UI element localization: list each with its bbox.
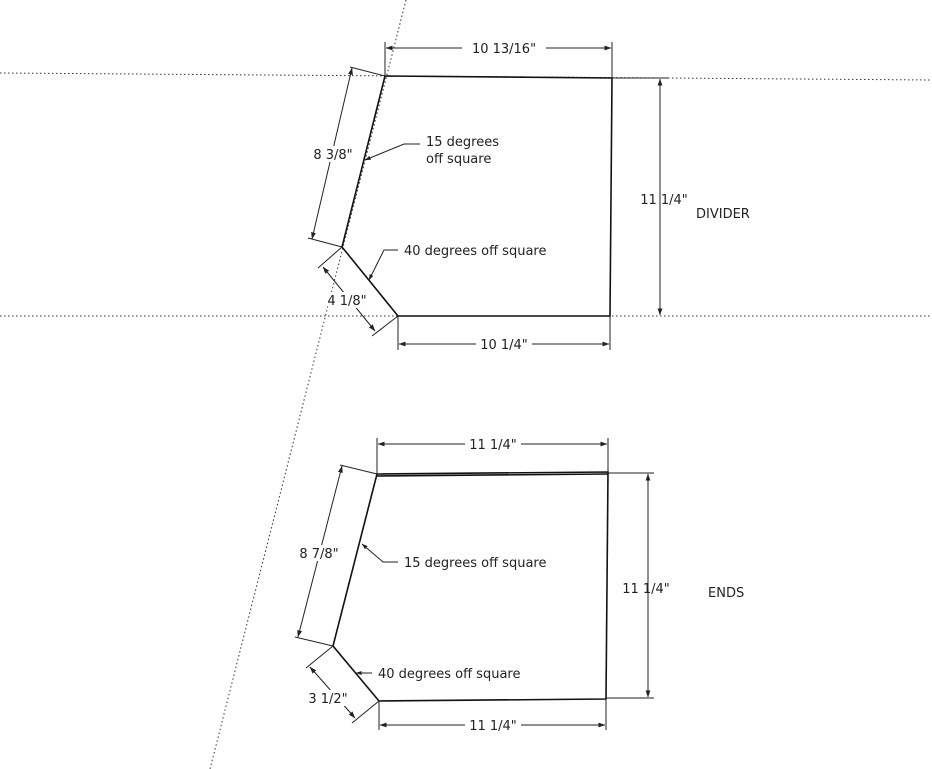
divider-slant-ext-bottom — [307, 237, 343, 248]
guide-top-horizontal — [0, 72, 932, 81]
ends-title: ENDS — [708, 586, 744, 601]
ends-chamfer-ext-top — [305, 645, 334, 669]
divider-slant-note-leader — [364, 143, 420, 161]
divider-outline — [341, 75, 613, 317]
ends-bottom-width-label: 11 1/4" — [469, 719, 517, 734]
ends-chamfer-length-label: 3 1/2" — [308, 692, 347, 707]
ends-top-width-label: 11 1/4" — [469, 438, 517, 453]
divider-slant-note-line1: 15 degrees — [426, 135, 499, 150]
divider-title: DIVIDER — [696, 207, 750, 222]
ends-slant-length-label: 8 7/8" — [299, 547, 338, 562]
ends-slant-ext-bottom — [294, 636, 334, 647]
guide-slant — [209, 0, 407, 769]
divider-slant-ext-top — [349, 66, 386, 77]
divider-height-label: 11 1/4" — [640, 193, 688, 208]
divider-chamfer-note: 40 degrees off square — [404, 244, 546, 259]
ends-top-edge-double — [376, 473, 609, 477]
ends-slant-note-leader — [361, 543, 398, 563]
divider-top-width-label: 10 13/16" — [472, 42, 536, 57]
divider-slant-note-line2: off square — [426, 152, 491, 167]
ends-chamfer-note: 40 degrees off square — [378, 667, 520, 682]
divider-chamfer-ext-bottom — [371, 315, 399, 337]
ends-height-label: 11 1/4" — [622, 582, 670, 597]
divider-drawing: 10 13/16" 10 1/4" 11 1/4" DIVIDER 8 3/8"… — [307, 40, 750, 353]
ends-chamfer-ext-bottom — [351, 700, 380, 724]
ends-drawing: 11 1/4" 11 1/4" 11 1/4" ENDS 8 7/8" 3 1/… — [294, 436, 744, 734]
divider-chamfer-ext-top — [317, 246, 343, 269]
divider-slant-length-label: 8 3/8" — [313, 148, 352, 163]
ends-slant-ext-top — [339, 464, 378, 475]
divider-chamfer-length-label: 4 1/8" — [327, 294, 366, 309]
ends-slant-note: 15 degrees off square — [404, 556, 546, 571]
divider-bottom-width-label: 10 1/4" — [480, 338, 528, 353]
divider-chamfer-note-leader — [368, 249, 398, 281]
